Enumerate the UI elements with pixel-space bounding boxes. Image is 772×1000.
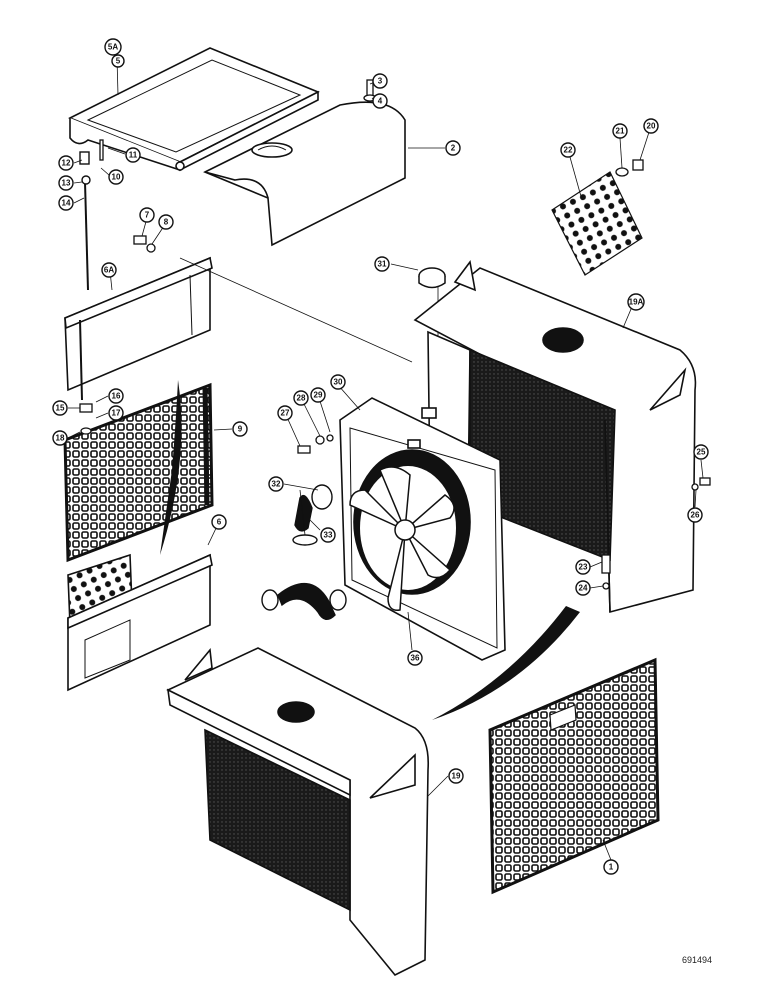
svg-text:26: 26 xyxy=(691,511,700,520)
svg-text:17: 17 xyxy=(112,409,121,418)
svg-text:21: 21 xyxy=(616,127,625,136)
svg-text:22: 22 xyxy=(564,146,573,155)
svg-text:8: 8 xyxy=(164,218,169,227)
side-strip-part-6a xyxy=(64,256,213,392)
hoses-part-32-33 xyxy=(261,484,347,620)
svg-text:5A: 5A xyxy=(108,43,118,52)
callout-25: 25 xyxy=(693,444,709,460)
callout-27: 27 xyxy=(277,405,293,421)
svg-text:27: 27 xyxy=(281,409,290,418)
svg-text:31: 31 xyxy=(378,260,387,269)
front-grille-part-1 xyxy=(488,657,660,895)
callout-3: 3 xyxy=(372,73,388,89)
svg-text:3: 3 xyxy=(378,77,383,86)
callout-19a: 19A xyxy=(627,293,645,311)
svg-text:19: 19 xyxy=(452,772,461,781)
svg-text:18: 18 xyxy=(56,434,65,443)
svg-text:10: 10 xyxy=(112,173,121,182)
svg-text:13: 13 xyxy=(62,179,71,188)
callout-21: 21 xyxy=(612,123,628,139)
svg-text:15: 15 xyxy=(56,404,65,413)
callout-19: 19 xyxy=(448,768,464,784)
svg-text:36: 36 xyxy=(411,654,420,663)
svg-text:4: 4 xyxy=(378,97,383,106)
svg-text:32: 32 xyxy=(272,480,281,489)
svg-text:33: 33 xyxy=(324,531,333,540)
svg-text:11: 11 xyxy=(129,151,138,160)
alignment-guide-lines xyxy=(179,257,439,412)
callout-11: 11 xyxy=(125,147,141,163)
front-shroud-part-19 xyxy=(166,647,430,977)
callout-22: 22 xyxy=(560,142,576,158)
svg-text:6A: 6A xyxy=(104,266,114,275)
callout-32: 32 xyxy=(268,476,284,492)
rod-part-14 xyxy=(79,151,91,401)
leader-lines xyxy=(67,57,704,861)
svg-text:14: 14 xyxy=(62,199,71,208)
callout-31: 31 xyxy=(374,256,390,272)
callout-7: 7 xyxy=(139,207,155,223)
callout-15: 15 xyxy=(52,400,68,416)
callout-29: 29 xyxy=(310,387,326,403)
hardware-bolts-washers xyxy=(79,79,711,590)
callout-18: 18 xyxy=(52,430,68,446)
svg-text:28: 28 xyxy=(297,394,306,403)
callout-16: 16 xyxy=(108,388,124,404)
svg-text:1: 1 xyxy=(609,863,614,872)
svg-text:16: 16 xyxy=(112,392,121,401)
callout-9: 9 xyxy=(232,421,248,437)
callout-33: 33 xyxy=(320,527,336,543)
svg-text:7: 7 xyxy=(145,211,150,220)
callout-4: 4 xyxy=(372,93,388,109)
svg-text:5: 5 xyxy=(116,57,121,66)
svg-text:20: 20 xyxy=(647,122,656,131)
callout-6: 6 xyxy=(211,514,227,530)
callout-17: 17 xyxy=(108,405,124,421)
svg-text:29: 29 xyxy=(314,391,323,400)
svg-text:19A: 19A xyxy=(629,298,644,307)
callout-28: 28 xyxy=(293,390,309,406)
callout-26: 26 xyxy=(687,507,703,523)
callout-8: 8 xyxy=(158,214,174,230)
svg-text:9: 9 xyxy=(238,425,243,434)
callout-23: 23 xyxy=(575,559,591,575)
callout-20: 20 xyxy=(643,118,659,134)
lower-strip-part-6 xyxy=(67,553,213,692)
callout-2: 2 xyxy=(445,140,461,156)
fan-part-36 xyxy=(349,466,455,611)
callout-5a: 5A xyxy=(104,38,122,56)
callout-36: 36 xyxy=(407,650,423,666)
svg-text:6: 6 xyxy=(217,518,222,527)
hood-panel-part-5 xyxy=(68,47,320,172)
svg-text:12: 12 xyxy=(62,159,71,168)
callout-6a: 6A xyxy=(101,262,117,278)
callout-10: 10 xyxy=(108,169,124,185)
callout-12: 12 xyxy=(58,155,74,171)
callout-14: 14 xyxy=(58,195,74,211)
svg-text:25: 25 xyxy=(697,448,706,457)
perforated-plate-part-22 xyxy=(551,171,643,276)
callout-24: 24 xyxy=(575,580,591,596)
callout-30: 30 xyxy=(330,374,346,390)
figure-number: 691494 xyxy=(682,955,712,965)
svg-text:23: 23 xyxy=(579,563,588,572)
svg-text:24: 24 xyxy=(579,584,588,593)
callout-13: 13 xyxy=(58,175,74,191)
assembly-arrow-left xyxy=(160,380,182,555)
assembly-arrow-right xyxy=(432,606,580,720)
radiator-cap-part-31 xyxy=(418,267,446,289)
svg-text:30: 30 xyxy=(334,378,343,387)
callout-5: 5 xyxy=(111,54,125,68)
callout-1: 1 xyxy=(603,859,619,875)
top-cover-part-2 xyxy=(203,101,406,247)
svg-text:2: 2 xyxy=(451,144,456,153)
